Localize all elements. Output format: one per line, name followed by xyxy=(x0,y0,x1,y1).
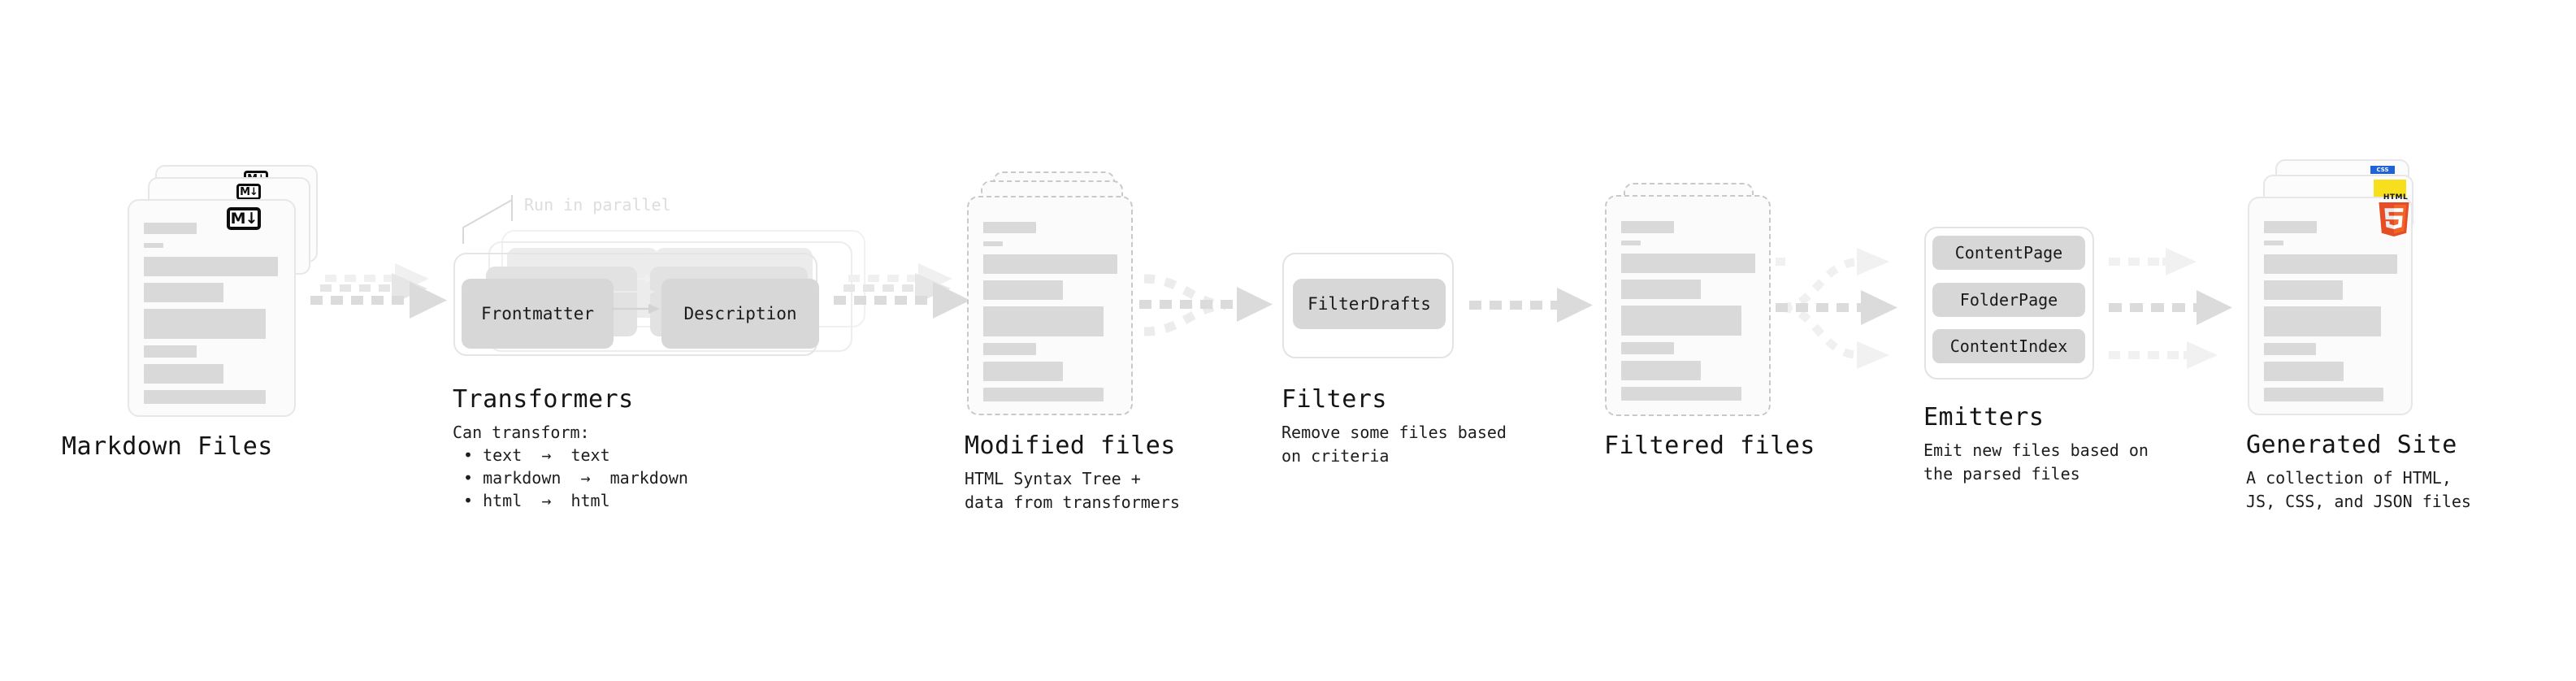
skeleton-bar xyxy=(144,257,278,276)
css-icon-label: CSS xyxy=(2376,167,2389,173)
skeleton-bar xyxy=(1621,361,1701,380)
skeleton-bar xyxy=(983,362,1063,381)
filter-node-filterdrafts-label: FilterDrafts xyxy=(1308,294,1431,314)
filters-subtitle: Remove some files based on criteria xyxy=(1281,423,1507,466)
skeleton-bar xyxy=(2264,362,2344,381)
transformers-bullet-1: • markdown → markdown xyxy=(463,468,688,488)
skeleton-bar xyxy=(2264,254,2397,274)
markdown-icon-label: M↓ xyxy=(230,209,258,228)
transformers-bullet-0: • text → text xyxy=(463,445,610,465)
skeleton-bar xyxy=(144,243,163,248)
markdown-icon-label-back-1: M↓ xyxy=(240,185,258,198)
skeleton-bar xyxy=(983,280,1063,300)
js-icon xyxy=(2374,180,2406,197)
markdown-icon-back-1: M↓ xyxy=(236,184,261,200)
run-in-parallel-bracket xyxy=(462,195,513,244)
skeleton-bar xyxy=(1621,306,1741,336)
filtered-card-front xyxy=(1605,195,1771,416)
skeleton-bar xyxy=(983,343,1036,355)
css-icon: CSS xyxy=(2370,166,2395,174)
emitters-subtitle: Emit new files based on the parsed files xyxy=(1923,440,2149,484)
skeleton-bar xyxy=(1621,342,1674,354)
generated-site-title: Generated Site xyxy=(2246,431,2457,459)
filtered-files-title: Filtered files xyxy=(1604,432,1815,460)
transformer-inner-arrow-back-1 xyxy=(611,288,655,296)
html5-shield-glyph xyxy=(2379,202,2409,236)
skeleton-bar xyxy=(2264,280,2343,300)
modified-card-front xyxy=(967,196,1133,415)
run-in-parallel-label: Run in parallel xyxy=(524,195,671,215)
arrow-emitters-to-site xyxy=(2109,248,2232,369)
filters-group xyxy=(1282,253,1454,358)
skeleton-bar xyxy=(983,388,1104,401)
html5-icon: HTML xyxy=(2377,193,2414,236)
emitter-node-folderpage[interactable]: FolderPage xyxy=(1932,283,2085,317)
skeleton-bar xyxy=(144,309,266,339)
skeleton-bar xyxy=(2264,343,2316,355)
arrow-filtered-to-emitters xyxy=(1776,248,1897,369)
skeleton-bar xyxy=(1621,280,1701,299)
filter-node-filterdrafts[interactable]: FilterDrafts xyxy=(1293,279,1446,329)
skeleton-bar xyxy=(1621,241,1641,245)
transformer-node-description[interactable]: Description xyxy=(661,279,819,349)
skeleton-bar xyxy=(1621,221,1674,233)
skeleton-bar xyxy=(1621,254,1755,273)
transformer-node-description-label: Description xyxy=(683,304,797,323)
modified-files-subtitle: HTML Syntax Tree + data from transformer… xyxy=(965,469,1180,512)
emitter-node-folderpage-label: FolderPage xyxy=(1959,290,2058,310)
emitters-group xyxy=(1924,227,2094,380)
emitter-node-contentpage-label: ContentPage xyxy=(1954,243,2063,262)
skeleton-bar xyxy=(144,223,197,234)
skeleton-bar xyxy=(983,306,1104,336)
skeleton-bar xyxy=(2264,306,2381,336)
modified-files-title: Modified files xyxy=(965,432,1176,460)
transformers-bullet-2: • html → html xyxy=(463,491,610,510)
emitters-title: Emitters xyxy=(1923,403,2045,432)
html5-icon-label: HTML xyxy=(2383,193,2409,202)
arrow-transformers-to-modified xyxy=(834,263,970,319)
skeleton-bar xyxy=(144,283,223,302)
arrow-markdown-to-transformers xyxy=(310,263,447,319)
transformer-inner-arrow xyxy=(611,304,660,314)
emitter-node-contentindex-label: ContentIndex xyxy=(1949,336,2068,356)
markdown-card-front xyxy=(128,199,296,417)
skeleton-bar xyxy=(2264,221,2317,233)
skeleton-bar xyxy=(2264,388,2383,401)
transformers-subtitle: Can transform: xyxy=(453,423,590,442)
skeleton-bar xyxy=(144,345,197,358)
emitter-node-contentindex[interactable]: ContentIndex xyxy=(1932,329,2085,363)
transformer-node-frontmatter-label: Frontmatter xyxy=(480,304,595,323)
skeleton-bar xyxy=(1621,387,1741,401)
arrow-modified-to-filters xyxy=(1139,274,1273,336)
markdown-icon: M↓ xyxy=(227,207,261,230)
skeleton-bar xyxy=(983,222,1036,233)
transformer-node-frontmatter[interactable]: Frontmatter xyxy=(462,279,614,349)
skeleton-bar xyxy=(983,254,1117,274)
generated-site-subtitle: A collection of HTML, JS, CSS, and JSON … xyxy=(2246,468,2471,511)
skeleton-bar xyxy=(144,364,223,384)
transformers-title: Transformers xyxy=(453,385,634,414)
skeleton-bar xyxy=(983,241,1003,246)
filters-title: Filters xyxy=(1281,385,1387,414)
emitter-node-contentpage[interactable]: ContentPage xyxy=(1932,236,2085,270)
skeleton-bar xyxy=(144,390,266,404)
markdown-files-title: Markdown Files xyxy=(62,432,273,461)
arrow-filters-to-filtered xyxy=(1469,288,1593,323)
skeleton-bar xyxy=(2264,241,2283,245)
